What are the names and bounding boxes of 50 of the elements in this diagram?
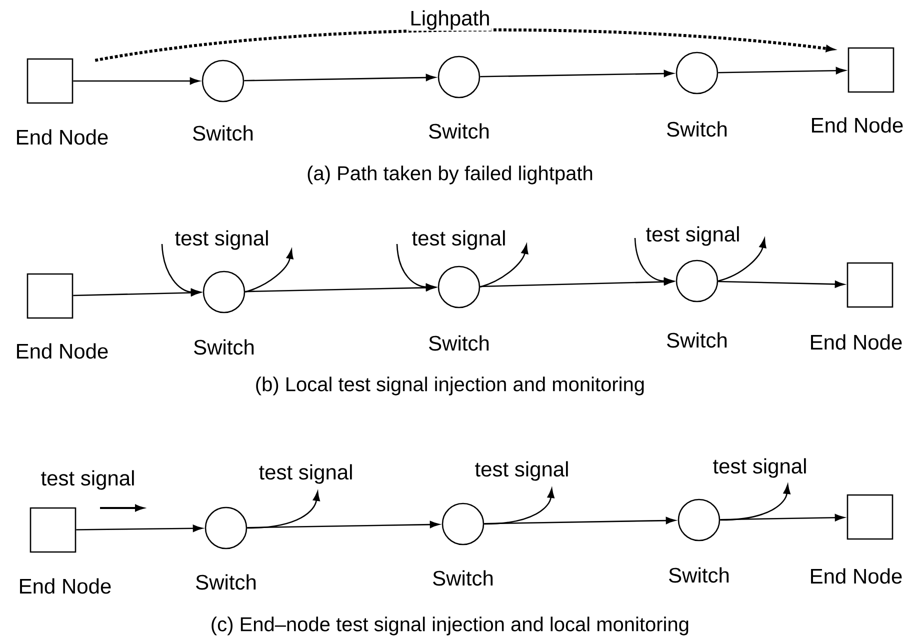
signal-label: test signal — [41, 470, 134, 490]
node-label: Switch — [429, 335, 489, 351]
node-label: Switch — [669, 567, 729, 583]
arrow — [718, 67, 846, 74]
signal-arrow — [480, 244, 528, 288]
node-label: Switch — [433, 570, 493, 586]
end-node-box: End Node — [811, 262, 902, 350]
node-label: Switch — [429, 123, 489, 139]
edge-label: test signal — [712, 457, 808, 479]
node-label: End Node — [812, 117, 903, 133]
end-node-box: End Node — [812, 47, 903, 133]
arrow — [244, 74, 436, 82]
node-label: Switch — [667, 332, 727, 348]
signal-arrow — [718, 238, 766, 282]
arrow — [720, 514, 844, 522]
node-label: Switch — [193, 125, 253, 141]
end-node-box: End Node — [20, 507, 111, 594]
edge-label: test signal — [410, 229, 508, 251]
signal-arrow — [244, 249, 294, 293]
node-label: End Node — [17, 129, 108, 145]
signal-arrow — [161, 244, 201, 296]
edge-label: Lighpath — [408, 9, 492, 31]
caption: (c) End–node test signal injection and local monitoring — [212, 616, 688, 636]
edge-label: test signal — [644, 225, 742, 247]
arrow — [718, 280, 844, 288]
arrow — [480, 70, 674, 78]
node-label: End Node — [811, 568, 902, 584]
node-label: End Node — [17, 343, 108, 359]
arrow — [76, 524, 203, 532]
caption: (b) Local test signal injection and monitoring — [256, 376, 644, 396]
caption: (a) Path taken by failed lightpath — [308, 166, 592, 184]
signal-arrow — [720, 484, 790, 521]
signal-arrow — [396, 244, 436, 291]
node-label: End Node — [20, 578, 111, 594]
edge-label: test signal — [258, 463, 354, 485]
signal-arrow — [247, 491, 320, 529]
signal-arrow — [484, 488, 554, 525]
end-node-box: End Node — [811, 494, 902, 584]
end-node-box: End Node — [17, 273, 108, 359]
node-label: End Node — [811, 334, 902, 350]
node-label: Switch — [196, 574, 256, 590]
edge-label: test signal — [174, 229, 270, 251]
arrow — [73, 77, 200, 85]
node-label: Switch — [667, 121, 727, 137]
edge-label: test signal — [474, 460, 570, 482]
signal-arrow — [634, 238, 674, 285]
arrow — [484, 516, 676, 524]
end-node-box: End Node — [17, 58, 108, 145]
node-label: Switch — [194, 339, 254, 355]
arrow — [247, 520, 440, 528]
